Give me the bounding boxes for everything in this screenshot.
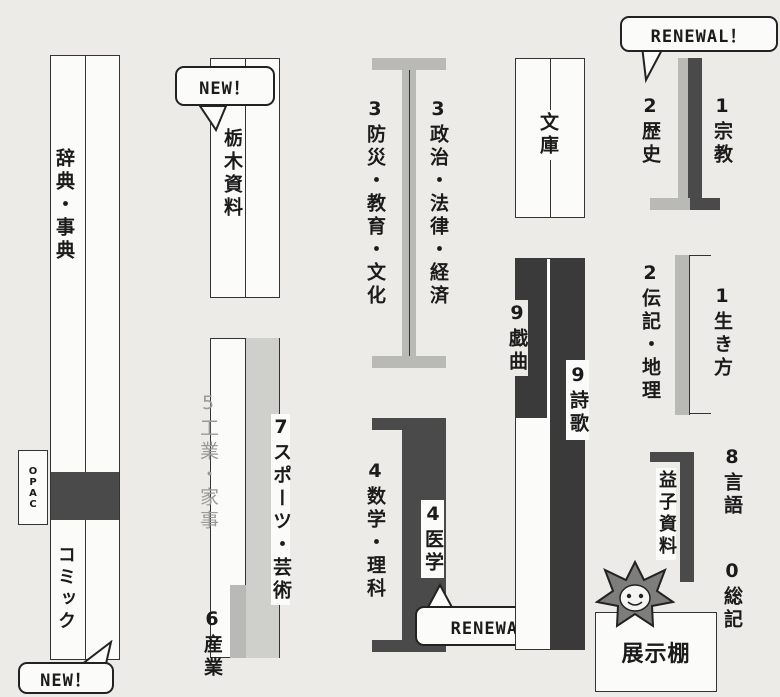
poetry-dark-fill xyxy=(550,258,585,650)
shelf-divider xyxy=(245,58,246,298)
shelf-politics xyxy=(372,58,446,368)
label-biography-geography: 2伝記・地理 xyxy=(639,262,661,403)
new-badge-comic: NEW！ xyxy=(18,662,114,694)
shelf-divider xyxy=(689,255,690,415)
display-shelf: 展示棚 xyxy=(595,612,717,692)
label-drama: 9戯曲 xyxy=(505,300,528,376)
label-way-of-life: 1生き方 xyxy=(711,285,733,380)
shelf-cap xyxy=(689,413,711,414)
shelf-language xyxy=(650,452,710,582)
shelf-divider xyxy=(85,55,86,660)
label-religion: 1宗教 xyxy=(711,95,733,167)
new-badge-tochigi: NEW！ xyxy=(175,66,275,106)
label-general: 0総記 xyxy=(721,560,743,632)
label-tochigi: 栃木資料 xyxy=(221,128,243,220)
shelf-cap xyxy=(372,356,446,368)
shelf-cap xyxy=(650,452,694,462)
shelf-cap xyxy=(372,58,446,70)
label-math-science: 4数学・理科 xyxy=(364,460,386,601)
label-poetry: 9詩歌 xyxy=(566,360,589,440)
callout-tail xyxy=(198,105,228,133)
star-mascot-icon xyxy=(595,560,675,628)
label-bunko: 文庫 xyxy=(537,110,559,160)
label-language: 8言語 xyxy=(721,446,743,518)
shelf-history xyxy=(650,58,720,210)
shelf-cap xyxy=(650,198,690,210)
opac-dark-block xyxy=(51,472,119,520)
shelf-light-fill xyxy=(675,255,689,415)
label-politics-law: 3政治・法律・経済 xyxy=(427,98,449,308)
opac-letter: P xyxy=(29,476,37,488)
label-sangyo: 6産業 xyxy=(201,608,223,680)
shelf-divider xyxy=(245,338,246,658)
renewal-badge-religion: RENEWAL！ xyxy=(620,16,778,52)
label-dictionary: 辞典・事典 xyxy=(53,148,75,263)
label-medicine: 4医学 xyxy=(421,500,444,578)
opac-letter: A xyxy=(29,487,37,499)
opac-letter: O xyxy=(28,465,38,477)
shelf-biography xyxy=(675,255,715,415)
shelf-cap xyxy=(689,255,711,256)
label-disaster-education: 3防災・教育・文化 xyxy=(364,98,386,308)
opac-terminal: O P A C xyxy=(18,450,48,525)
shelf-dark-fill xyxy=(680,452,694,582)
opac-letter: C xyxy=(29,498,37,510)
label-sports-art: 7スポーツ・芸術 xyxy=(270,414,292,605)
label-mashiko: 益子資料 xyxy=(656,468,677,560)
label-industry-housework: 5工業・家事 xyxy=(197,392,219,533)
shelf-cap xyxy=(690,198,720,210)
label-history: 2歴史 xyxy=(639,95,661,167)
label-comic: コミック xyxy=(55,545,76,633)
shelf-dark-fill xyxy=(688,58,702,210)
shelf-cap xyxy=(372,418,446,430)
shelf-divider xyxy=(409,58,410,368)
sangyo-shelf-fill xyxy=(230,585,246,658)
